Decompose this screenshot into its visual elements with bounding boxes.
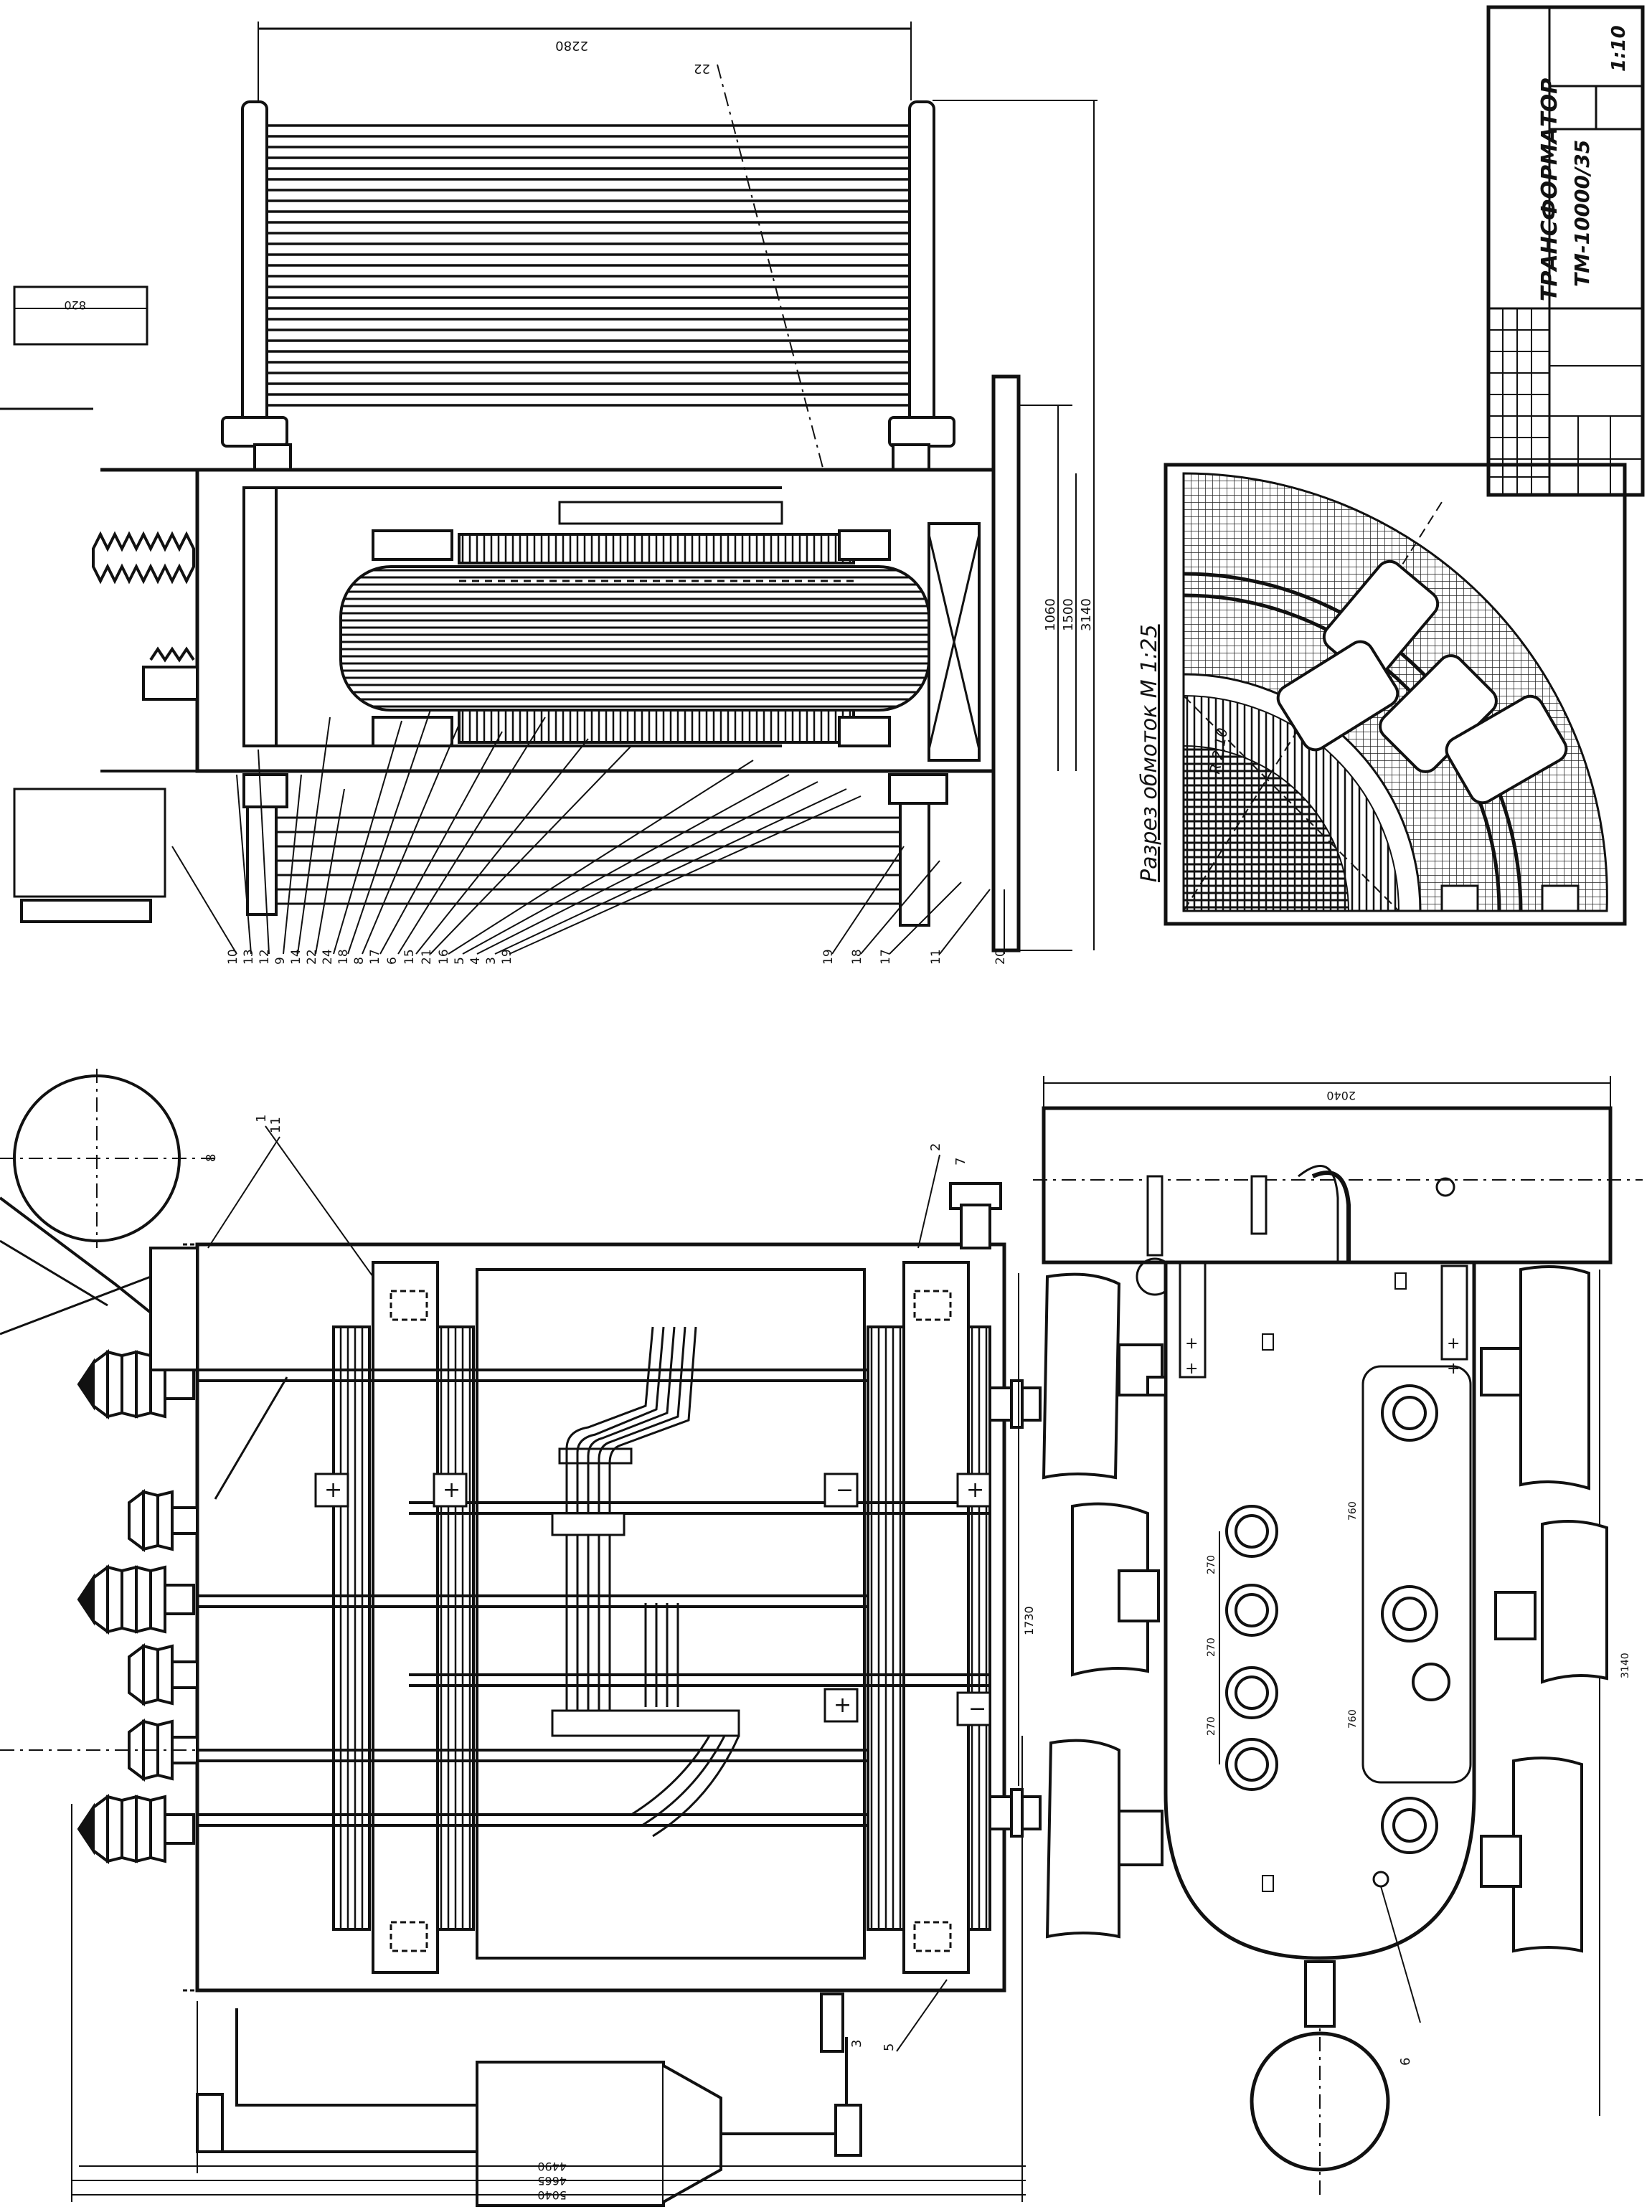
dim-bottom-width-c: 5040 — [537, 2188, 567, 2202]
part-number: 11 — [929, 949, 943, 965]
part-number: 13 — [242, 949, 256, 965]
part-marker: 6 — [1398, 2058, 1413, 2066]
part-number: 21 — [420, 949, 434, 965]
part-marker: 3 — [849, 2040, 864, 2048]
dim-left-box: 820 — [64, 298, 86, 312]
title-block-name: ТРАНСФОРМАТОР — [1537, 78, 1562, 301]
part-number: 17 — [879, 949, 893, 965]
part-marker: 7 — [953, 1158, 968, 1166]
part-marker: 8 — [204, 1154, 219, 1162]
winding-section-view: R 2,10 Разрез обмоток М 1:25 — [1137, 463, 1627, 926]
dim-hole-spacing: 270 — [1206, 1716, 1217, 1736]
svg-text:+: + — [443, 1478, 461, 1503]
svg-text:−: − — [836, 1478, 854, 1503]
part-number: 10 — [226, 949, 240, 965]
top-bushings — [92, 531, 199, 701]
dim-top-height-c: 3140 — [1079, 598, 1094, 631]
part-number: 4 — [468, 957, 483, 965]
top-view-marker: 22 — [694, 61, 710, 76]
svg-text:+: + — [1185, 1335, 1198, 1353]
dim-plan-width: 2040 — [1326, 1089, 1356, 1102]
part-number: 5 — [453, 957, 467, 965]
dim-bottom-width-b: 4665 — [537, 2174, 567, 2188]
part-marker: 2 — [928, 1143, 943, 1151]
title-block: ТРАНСФОРМАТОР ТМ-10000/35 1:10 — [1486, 5, 1645, 497]
top-side-view: 2280 22 — [0, 22, 1098, 965]
svg-text:+: + — [1447, 1360, 1460, 1378]
dim-top-width: 2280 — [555, 38, 588, 53]
dim-plan-offset: 760 — [1347, 1501, 1359, 1521]
radiator-tubes — [267, 124, 910, 407]
dim-top-height-a: 1060 — [1043, 598, 1058, 631]
part-number: 16 — [437, 949, 451, 965]
dim-bottom-right-height: 1730 — [1022, 1606, 1036, 1635]
top-part-numbers-left: 10 13 12 9 14 22 24 18 8 17 6 15 21 16 5… — [226, 949, 514, 965]
svg-text:+: + — [324, 1478, 342, 1503]
svg-text:+: + — [966, 1478, 984, 1503]
part-number: 19 — [500, 949, 514, 965]
part-marker: 5 — [882, 2043, 897, 2051]
part-marker: 1 — [254, 1115, 269, 1122]
plan-radiators — [1042, 1265, 1608, 1953]
part-number: 14 — [289, 949, 303, 965]
part-marker: 11 — [268, 1117, 283, 1133]
part-number: 18 — [336, 949, 351, 965]
part-number: 24 — [321, 949, 335, 965]
svg-text:+: + — [1447, 1335, 1460, 1353]
dim-bottom-width-a: 4490 — [537, 2160, 567, 2173]
top-part-numbers-right: 19 18 17 11 20 — [821, 949, 1008, 965]
front-bushings — [77, 1349, 199, 1864]
dim-plan-offset: 760 — [1347, 1709, 1359, 1729]
dim-top-height-b: 1500 — [1061, 598, 1076, 631]
part-number: 12 — [258, 949, 272, 965]
part-number: 18 — [850, 949, 864, 965]
part-number: 15 — [402, 949, 417, 965]
part-number: 6 — [385, 957, 400, 965]
title-block-model: ТМ-10000/35 — [1570, 140, 1594, 287]
bottom-front-view: + + − + + − — [0, 1069, 1413, 2207]
part-number: 17 — [368, 949, 382, 965]
part-number: 20 — [993, 949, 1008, 965]
part-number: 9 — [273, 957, 288, 965]
svg-text:−: − — [968, 1696, 986, 1721]
part-number: 22 — [305, 949, 319, 965]
svg-text:+: + — [834, 1693, 851, 1718]
title-block-scale: 1:10 — [1608, 25, 1630, 72]
dim-bottom-overall: 3140 — [1620, 1653, 1631, 1678]
section-label: Разрез обмоток М 1:25 — [1137, 624, 1162, 882]
part-number: 3 — [484, 957, 499, 965]
top-leader-lines — [171, 709, 1005, 955]
dim-hole-spacing: 270 — [1206, 1555, 1217, 1574]
svg-text:+: + — [1185, 1360, 1198, 1378]
core-windings — [339, 533, 930, 744]
part-number: 8 — [352, 957, 367, 965]
bottom-plan-view: 2040 + + + + — [1033, 1076, 1643, 2195]
dim-hole-spacing: 270 — [1206, 1637, 1217, 1657]
part-number: 19 — [821, 949, 836, 965]
